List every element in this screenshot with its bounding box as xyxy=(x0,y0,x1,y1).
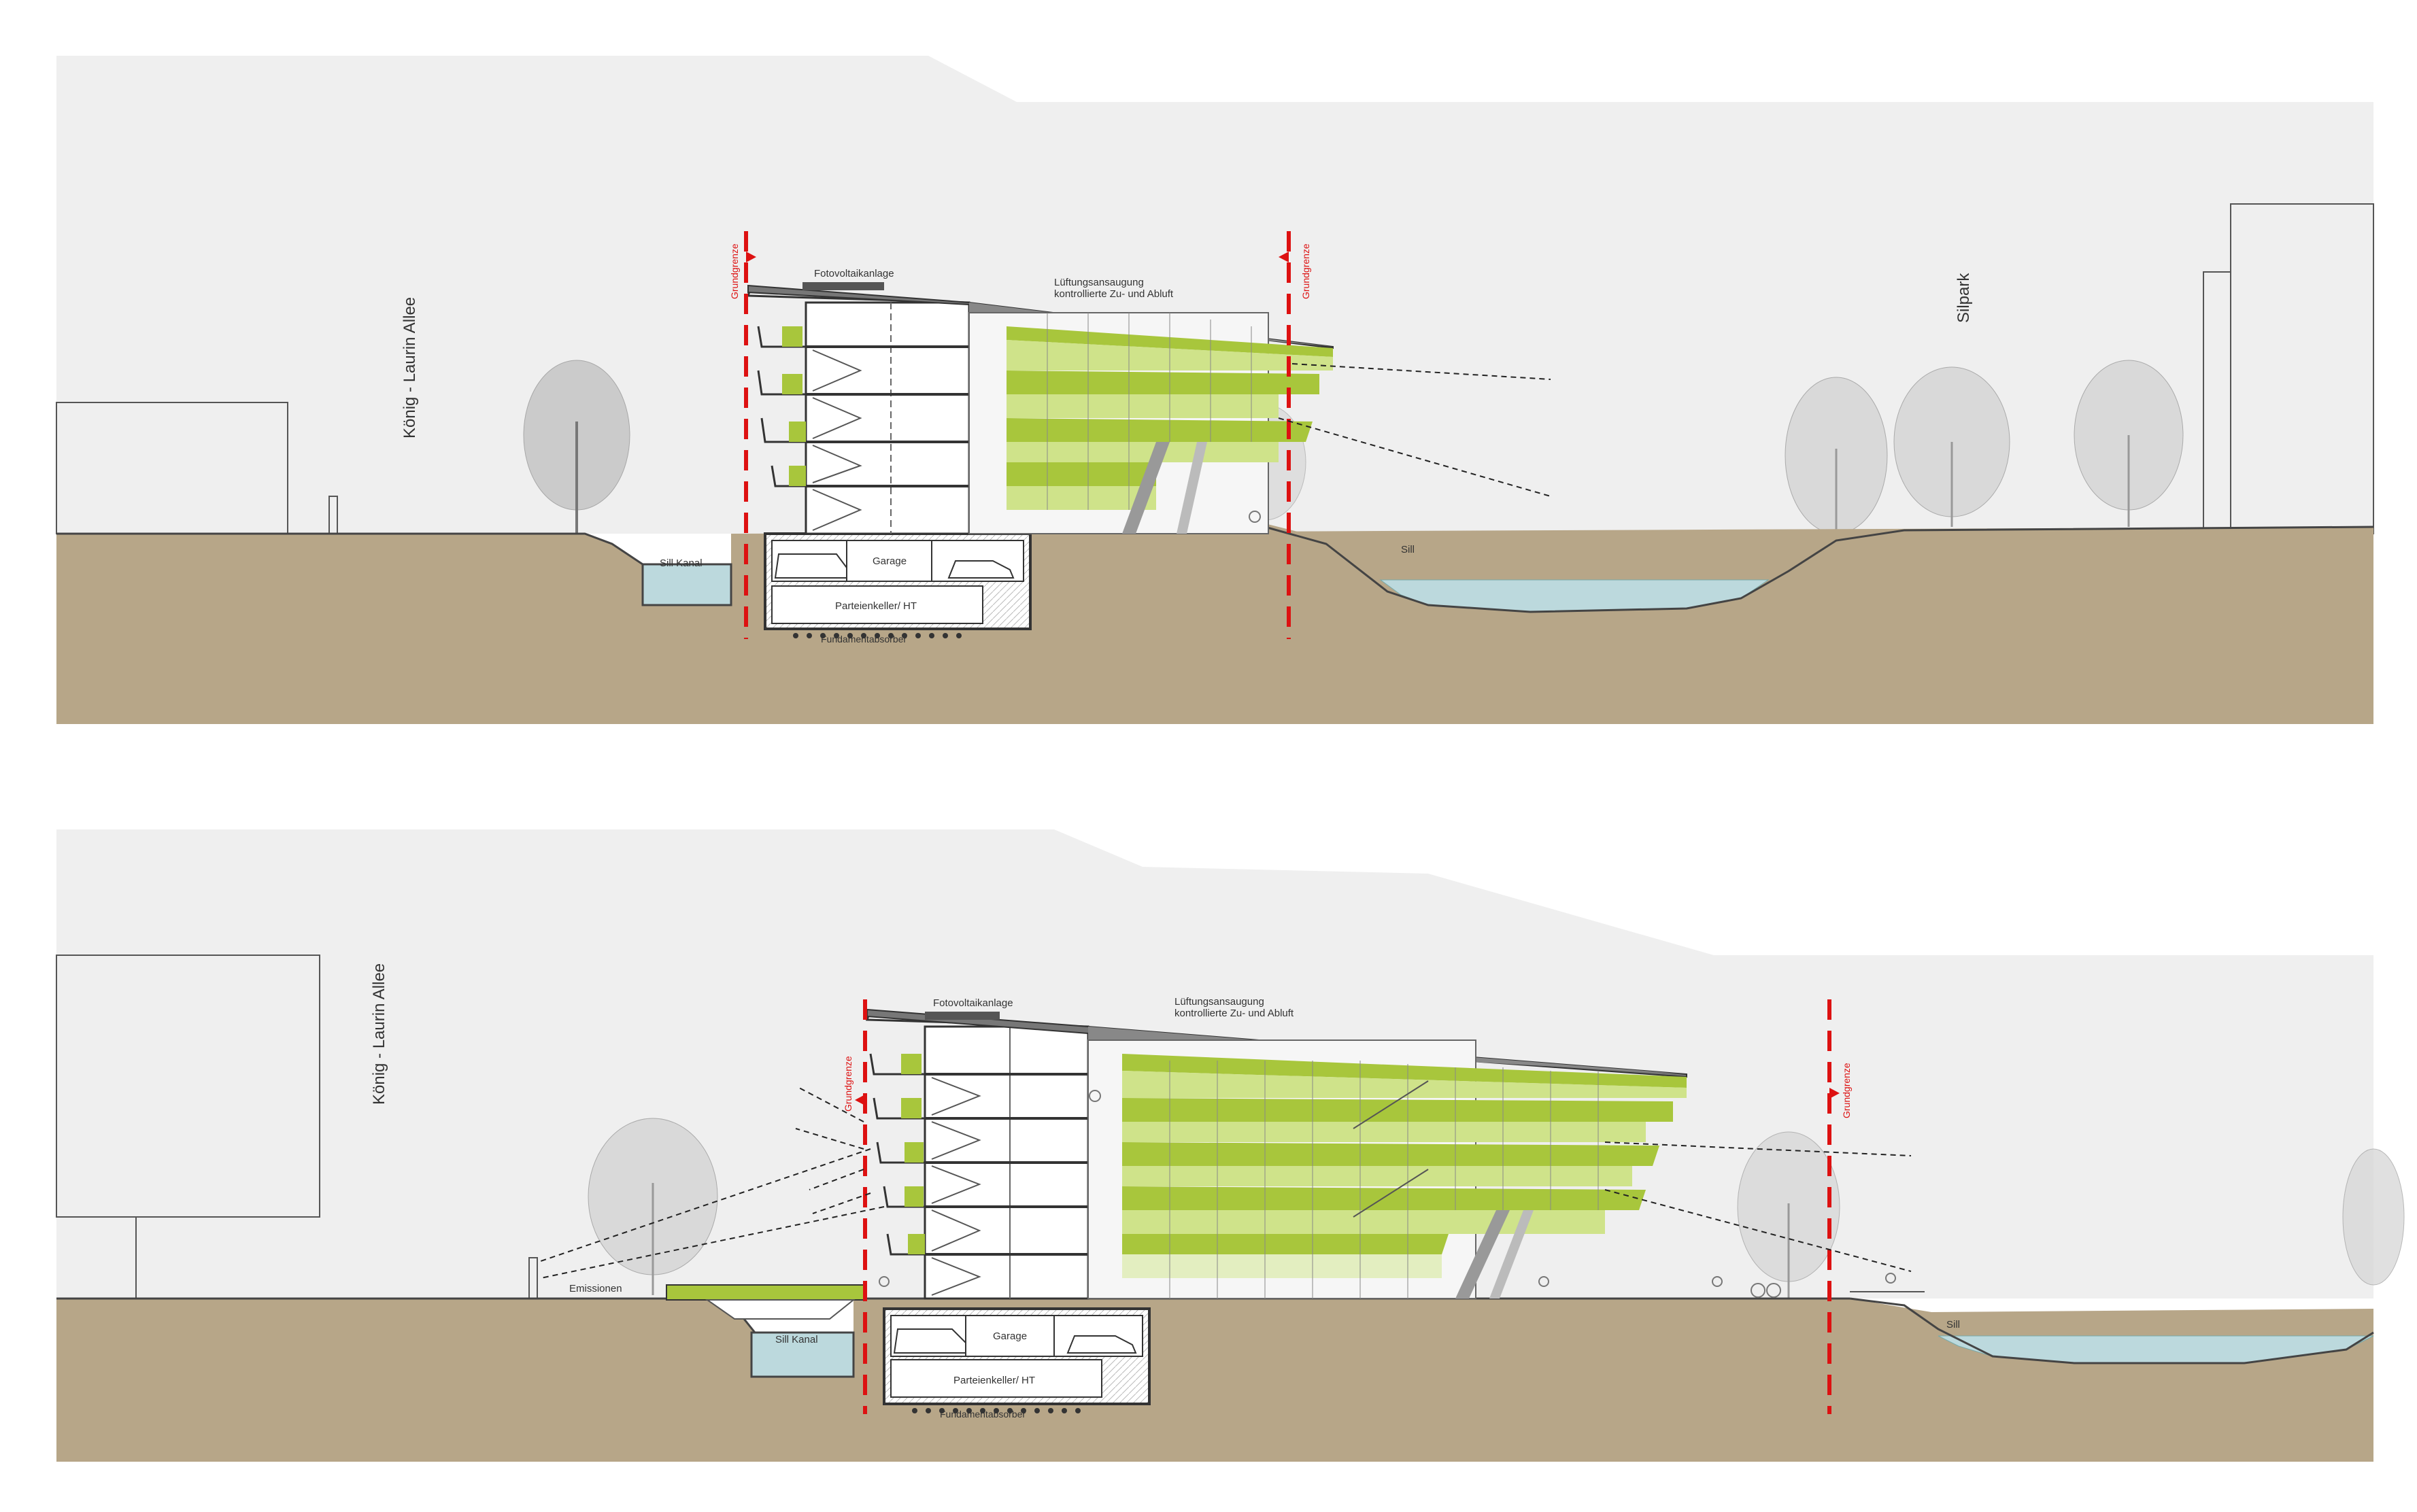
vent-label-2: kontrollierte Zu- und Abluft xyxy=(1174,1008,1294,1019)
tree xyxy=(588,1118,2405,1299)
boundary-marker xyxy=(1829,1088,1840,1099)
car-icon xyxy=(893,1328,966,1354)
river-label: Sill xyxy=(1401,544,1415,555)
river-bank-line-bottom xyxy=(1849,1297,2374,1364)
cellar-label: Parteienkeller/ HT xyxy=(953,1375,1035,1386)
bicycle-icon xyxy=(1766,1283,1781,1298)
boundary-label-left: Grundgrenze xyxy=(843,1056,853,1112)
river-bank-line-top xyxy=(1264,526,2374,613)
canal-bottom xyxy=(750,1331,855,1378)
vent-label-1: Lüftungsansaugung xyxy=(1174,996,1264,1008)
canal-label: Sill Kanal xyxy=(775,1334,818,1345)
section-top: König - Laurin Allee Silpark Grundgrenze… xyxy=(56,56,2374,724)
basement-bottom xyxy=(883,1307,1151,1413)
basement-top xyxy=(764,532,1032,638)
person-icon xyxy=(1249,511,1261,523)
car-icon xyxy=(1066,1335,1137,1354)
street-label: König - Laurin Allee xyxy=(370,963,388,1105)
person-icon xyxy=(1712,1276,1723,1287)
vent-label-1: Lüftungsansaugung xyxy=(1054,277,1144,288)
ground-line-left-top xyxy=(56,532,643,566)
vent-label-2: kontrollierte Zu- und Abluft xyxy=(1054,288,1174,300)
neighbour-building-left xyxy=(56,955,320,1218)
person-icon xyxy=(1538,1276,1549,1287)
facade-top xyxy=(968,312,1333,534)
canal-top xyxy=(641,563,732,606)
person-icon xyxy=(1885,1273,1896,1284)
facade-bottom xyxy=(879,1040,1896,1299)
terrain-right-top xyxy=(1265,523,2373,585)
pv-panel xyxy=(802,282,884,290)
balcony-green-left xyxy=(782,326,806,486)
boundary-marker xyxy=(746,252,756,262)
river-label: Sill xyxy=(1946,1319,1960,1330)
balcony-green-left xyxy=(901,1054,925,1254)
car-icon xyxy=(774,553,847,579)
car-icon xyxy=(947,560,1015,579)
building-core-bottom xyxy=(924,1025,1089,1300)
building-core-top xyxy=(805,301,970,535)
section-bottom: König - Laurin Allee Grundgrenze Grundgr… xyxy=(56,829,2405,1462)
ground-bottom xyxy=(56,1299,2373,1462)
canal-label: Sill Kanal xyxy=(660,557,703,569)
pv-label: Fotovoltaikanlage xyxy=(814,268,894,279)
boundary-label-right: Grundgrenze xyxy=(1841,1063,1852,1118)
airflow-arrows-bottom xyxy=(540,1087,1912,1279)
bicycle-icon xyxy=(1751,1283,1765,1298)
boundary-marker xyxy=(855,1095,865,1105)
person-icon xyxy=(879,1276,890,1287)
tree xyxy=(523,360,630,534)
garage-label: Garage xyxy=(993,1330,1027,1342)
boundary-label-right: Grundgrenze xyxy=(1300,243,1311,299)
boundary-marker xyxy=(1279,252,1289,262)
foundation-label: Fundamentabsorber xyxy=(821,634,907,645)
person-icon xyxy=(1089,1090,1101,1102)
street-label: König - Laurin Allee xyxy=(401,297,419,439)
park-label: Silpark xyxy=(1955,273,1973,323)
canal-cover xyxy=(666,1284,864,1301)
pv-label: Fotovoltaikanlage xyxy=(933,997,1013,1009)
foundation-label: Fundamentabsorber xyxy=(940,1409,1026,1420)
airflow-arrows-top xyxy=(1278,363,1551,497)
ground-top xyxy=(56,527,2373,724)
garage-label: Garage xyxy=(873,555,907,567)
emission-label: Emissionen xyxy=(569,1283,622,1294)
boundary-label-left: Grundgrenze xyxy=(729,243,740,299)
cellar-label: Parteienkeller/ HT xyxy=(835,600,917,612)
pv-panel xyxy=(925,1012,1000,1020)
